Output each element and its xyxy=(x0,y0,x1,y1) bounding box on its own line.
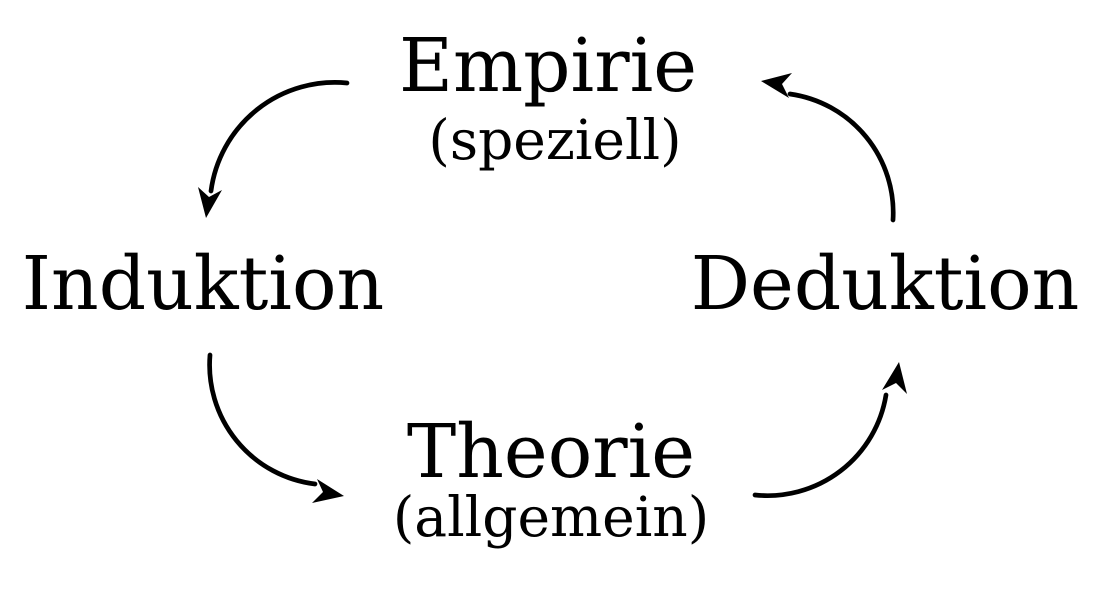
arrow-deduktion-to-empirie xyxy=(761,73,896,223)
node-theorie-sublabel: (allgemein) xyxy=(392,485,710,549)
arrow-deduktion-to-empirie-arrowhead-icon xyxy=(761,73,792,98)
arrow-induktion-to-theorie-curve xyxy=(207,352,318,487)
arrow-theorie-to-deduktion xyxy=(752,362,907,498)
arrow-empirie-to-induktion xyxy=(198,80,350,218)
arrow-induktion-to-theorie-arrowhead-icon xyxy=(312,479,344,503)
node-induktion-label: Induktion xyxy=(21,241,385,327)
node-empirie-label: Empirie xyxy=(398,23,698,109)
arrow-theorie-to-deduktion-arrowhead-icon xyxy=(882,362,907,394)
arrow-empirie-to-induktion-curve xyxy=(208,80,350,194)
node-deduktion-label: Deduktion xyxy=(690,241,1080,327)
node-theorie-label: Theorie xyxy=(406,409,696,495)
arrow-deduktion-to-empirie-curve xyxy=(787,91,896,223)
arrow-induktion-to-theorie xyxy=(207,352,344,503)
arrow-empirie-to-induktion-arrowhead-icon xyxy=(198,187,222,218)
arrow-theorie-to-deduktion-curve xyxy=(752,392,889,498)
node-empirie-sublabel: (speziell) xyxy=(428,108,682,172)
